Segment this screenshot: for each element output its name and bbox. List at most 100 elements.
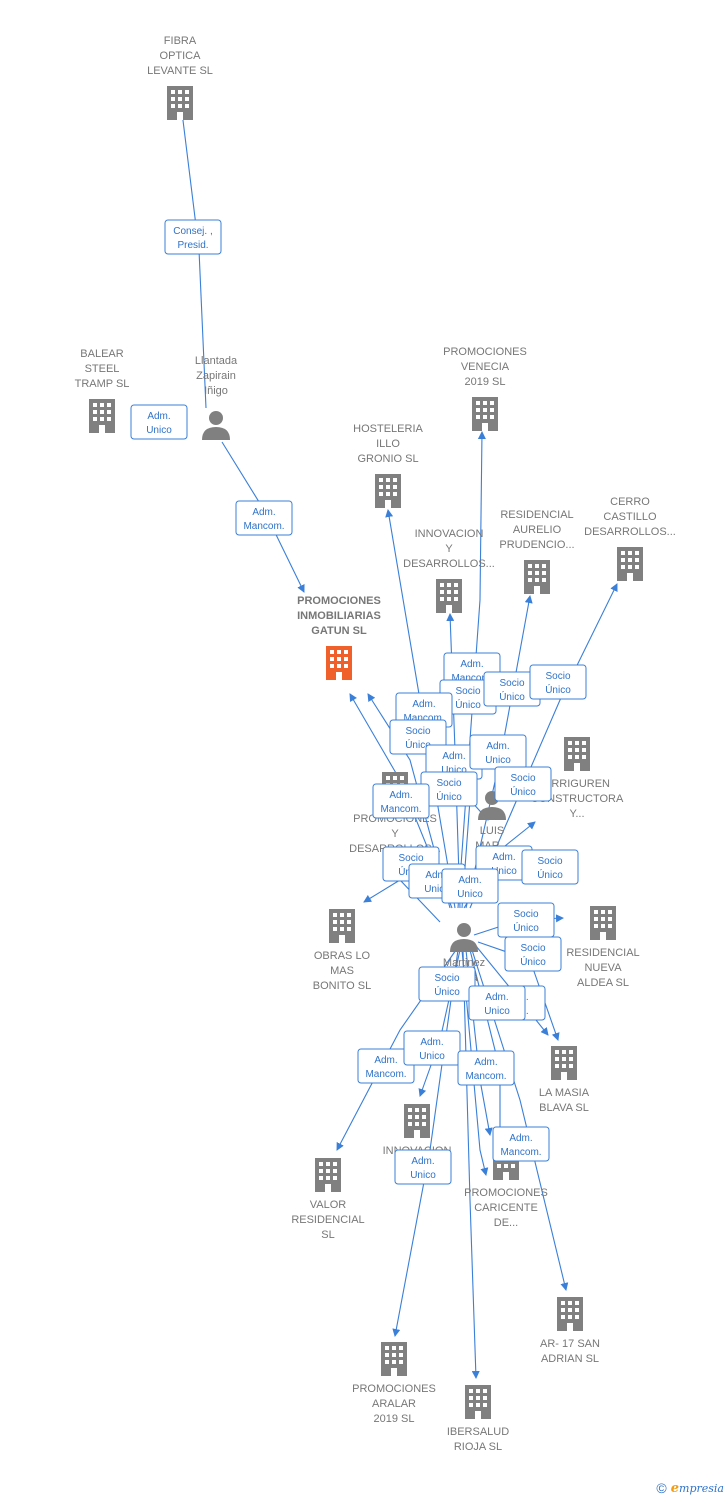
company-node-innovacion-des[interactable]: INNOVACIONYDESARROLLOS...: [403, 528, 495, 613]
company-node-aurelio[interactable]: RESIDENCIAL AURELIO PRUDENCIO...: [499, 509, 575, 594]
company-name: PRUDENCIO...: [499, 539, 574, 551]
building-icon: [167, 86, 193, 120]
relation-label-box: [529, 664, 587, 700]
relation-label-text: Socio: [513, 909, 538, 920]
relation-label-text: Mancom.: [243, 521, 284, 532]
company-node-fibra[interactable]: FIBRA OPTICA LEVANTE SL: [147, 35, 213, 120]
relation-label-text: Único: [405, 738, 431, 751]
relation-label-text: Único: [499, 690, 525, 703]
company-name: AURELIO: [513, 524, 562, 536]
company-name: LEVANTE SL: [147, 65, 213, 77]
relation-label-text: Adm.: [147, 411, 170, 422]
company-name: FIBRA: [164, 35, 197, 47]
relation-label: Adm.Unico: [130, 404, 188, 440]
relation-label: Adm. Mancom.: [235, 500, 293, 536]
relation-label-text: Adm.: [420, 1037, 443, 1048]
company-name: CARICENTE: [474, 1202, 538, 1214]
relation-label-text: Socio: [434, 973, 459, 984]
relation-label-box: [372, 783, 430, 819]
relation-label-text: Consej. ,: [173, 226, 212, 237]
company-name: ILLO: [376, 438, 400, 450]
relation-edge: [392, 949, 459, 1337]
company-name: BLAVA SL: [539, 1102, 589, 1114]
relation-label-text: Adm.: [411, 1156, 434, 1167]
company-name: Y: [445, 543, 453, 555]
relation-label-text: Adm.: [252, 507, 275, 518]
relation-label-box: [418, 966, 476, 1002]
company-name: OPTICA: [160, 50, 202, 62]
company-name: MAS: [330, 965, 354, 977]
company-name: RIOJA SL: [454, 1441, 502, 1453]
company-name: CERRO: [610, 496, 650, 508]
company-node-cerro[interactable]: CERROCASTILLODESARROLLOS...: [584, 496, 676, 581]
relation-label-text: Adm.: [485, 992, 508, 1003]
company-name: INMOBILIARIAS: [297, 610, 381, 622]
relation-label-text: Mancom.: [403, 713, 444, 724]
relation-label-text: Socio: [537, 856, 562, 867]
company-name: IBERSALUD: [447, 1426, 509, 1438]
relation-label-text: Unico: [410, 1170, 436, 1181]
edges: [139, 95, 618, 1379]
person-name: Llantada: [195, 355, 238, 367]
empresia-logo[interactable]: empresia: [671, 1481, 724, 1496]
company-node-caricente[interactable]: PROMOCIONESCARICENTEDE...: [464, 1146, 548, 1229]
company-name: ADRIAN SL: [541, 1353, 599, 1365]
company-node-ibersalud[interactable]: IBERSALUD RIOJA SL: [447, 1385, 509, 1453]
company-name: INNOVACION: [415, 528, 484, 540]
relation-label-text: Unico: [491, 866, 517, 877]
building-icon: [617, 547, 643, 581]
relation-label: Adm.Mancom.: [395, 692, 453, 728]
person-name: LUIS: [480, 825, 504, 837]
company-name: RESIDENCIAL: [500, 509, 573, 521]
brand-initial: e: [670, 1480, 680, 1496]
company-node-arriguren[interactable]: ARRIGURENCONSTRUCTORAY...: [531, 737, 624, 820]
company-name: RESIDENCIAL: [291, 1214, 364, 1226]
building-icon: [590, 906, 616, 940]
relation-label-box: [521, 849, 579, 885]
relation-label-text: Unico: [441, 765, 467, 776]
relation-label-text: Mancom.: [451, 673, 492, 684]
building-icon: [557, 1297, 583, 1331]
company-name: Y: [391, 828, 399, 840]
company-name: 2019 SL: [374, 1413, 415, 1425]
relation-label-text: Adm.: [492, 852, 515, 863]
relation-label-text: Adm.: [389, 790, 412, 801]
relation-edge: [462, 949, 480, 1379]
relation-label-text: Adm.: [460, 659, 483, 670]
company-name: PROMOCIONES: [352, 1383, 436, 1395]
building-icon: [436, 579, 462, 613]
relation-label-box: [130, 404, 188, 440]
company-name: 2019 SL: [465, 376, 506, 388]
company-name: HOSTELERIA: [353, 423, 423, 435]
relation-label-text: Único: [455, 698, 481, 711]
relation-label: Adm.Unico: [403, 1030, 461, 1066]
person-icon: [450, 923, 478, 952]
relation-label-text: Único: [510, 785, 536, 798]
relation-label-text: Socio: [398, 853, 423, 864]
relation-label-text: Socio: [545, 671, 570, 682]
relation-edge: [461, 949, 489, 1176]
company-name: ARRIGUREN: [544, 778, 610, 790]
relation-label-text: Adm.: [374, 1055, 397, 1066]
building-icon: [326, 646, 352, 680]
building-icon: [551, 1046, 577, 1080]
relation-label-text: Mancom.: [500, 1147, 541, 1158]
relation-label: Adm.Mancom.: [492, 1126, 550, 1162]
company-name: PROMOCIONES: [297, 595, 381, 607]
